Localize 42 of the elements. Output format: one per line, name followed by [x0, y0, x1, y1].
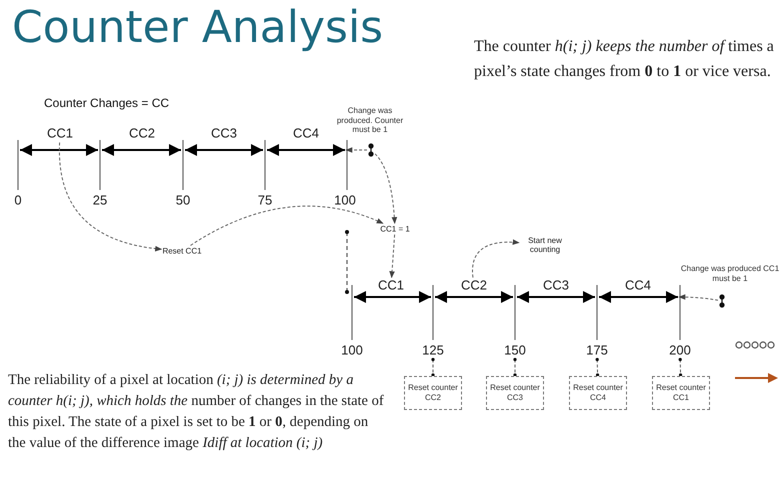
interval-label: CC4 — [625, 278, 651, 294]
connector-arrow — [678, 294, 718, 301]
connector-arrow — [472, 239, 520, 278]
interval-label: CC3 — [543, 278, 569, 294]
process-box: Reset counter CC2 — [404, 376, 462, 410]
process-box: Reset counter CC3 — [486, 376, 544, 410]
note-text: Counter Changes = CC — [44, 96, 170, 110]
note-text: Start new counting — [520, 236, 570, 254]
tick-value: 0 — [14, 194, 22, 208]
connector-arrow — [374, 153, 398, 224]
interval-label: CC1 — [378, 278, 404, 294]
timeline-axis — [20, 144, 345, 156]
interval-label: CC3 — [211, 126, 237, 142]
note-text: Change was produced. Counter must be 1 — [336, 106, 404, 135]
connector-arrow — [59, 142, 162, 252]
process-box: Reset counter CC1 — [652, 376, 710, 410]
interval-label: CC2 — [129, 126, 155, 142]
tick-value: 125 — [422, 344, 444, 358]
note-text: CC1 = 1 — [380, 224, 410, 234]
tick-value: 75 — [258, 194, 272, 208]
slide-title: Counter Analysis — [12, 2, 384, 53]
note-text: Change was produced CC1 must be 1 — [680, 264, 780, 284]
interval-label: CC1 — [47, 126, 73, 142]
tick-value: 100 — [334, 194, 356, 208]
interval-label: CC4 — [293, 126, 319, 142]
connector-arrow — [190, 206, 384, 246]
connector-arrow — [345, 147, 368, 153]
paragraph: The reliability of a pixel at location (i; j) is determined by a counter h(i; j), which holds the number of changes in the state of this pixel. The state of a pixel is set to be 1 or 0, depending on the value of the difference image Idiff at location (i; j) — [8, 371, 385, 453]
tick-value: 100 — [341, 344, 363, 358]
paragraph: The counter h(i; j) keeps the number of times a pixel’s state changes from 0 to 1 or vice versa. — [474, 37, 774, 82]
dumbbell-marker — [368, 143, 374, 157]
tick-value: 175 — [586, 344, 608, 358]
tick-value: 25 — [92, 194, 108, 208]
note-text: Reset CC1 — [162, 246, 202, 256]
tick-value: 50 — [176, 194, 190, 208]
interval-label: CC2 — [461, 278, 487, 294]
process-box: Reset counter CC4 — [569, 376, 627, 410]
tick-value: 200 — [669, 344, 691, 358]
tick-value: 150 — [504, 344, 526, 358]
dumbbell-marker — [719, 294, 725, 308]
timeline-axis — [354, 291, 678, 303]
connector-arrow — [389, 234, 396, 278]
